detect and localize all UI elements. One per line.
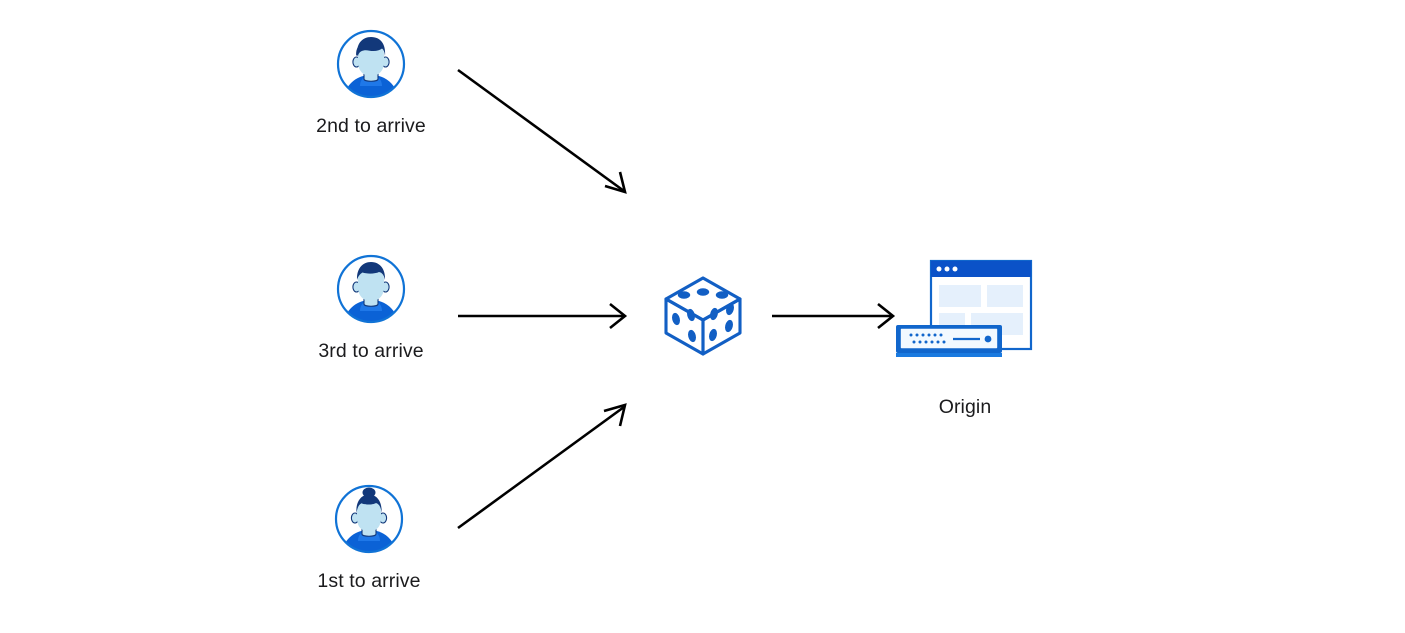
- node-client-2nd[interactable]: 2nd to arrive: [261, 28, 481, 137]
- arrow-client2-to-dice: [457, 68, 627, 194]
- arrow-client1-to-dice: [457, 403, 627, 530]
- node-client-1st[interactable]: 1st to arrive: [259, 483, 479, 592]
- node-label-origin: Origin: [938, 396, 992, 418]
- arrow-client3-to-dice: [458, 302, 628, 330]
- server-appliance-shape: [896, 325, 1002, 357]
- node-randomizer[interactable]: [645, 262, 760, 373]
- node-label-client-3rd: 3rd to arrive: [318, 340, 424, 362]
- node-origin[interactable]: Origin: [885, 255, 1045, 418]
- dice-icon: [650, 262, 756, 373]
- user-avatar-icon: [335, 253, 407, 330]
- node-label-client-2nd: 2nd to arrive: [316, 115, 426, 137]
- user-avatar-ponytail-icon: [333, 483, 405, 560]
- node-client-3rd[interactable]: 3rd to arrive: [261, 253, 481, 362]
- node-label-client-1st: 1st to arrive: [317, 570, 421, 592]
- server-browser-icon: [887, 255, 1043, 388]
- arrow-dice-to-origin: [772, 302, 896, 330]
- user-avatar-icon: [335, 28, 407, 105]
